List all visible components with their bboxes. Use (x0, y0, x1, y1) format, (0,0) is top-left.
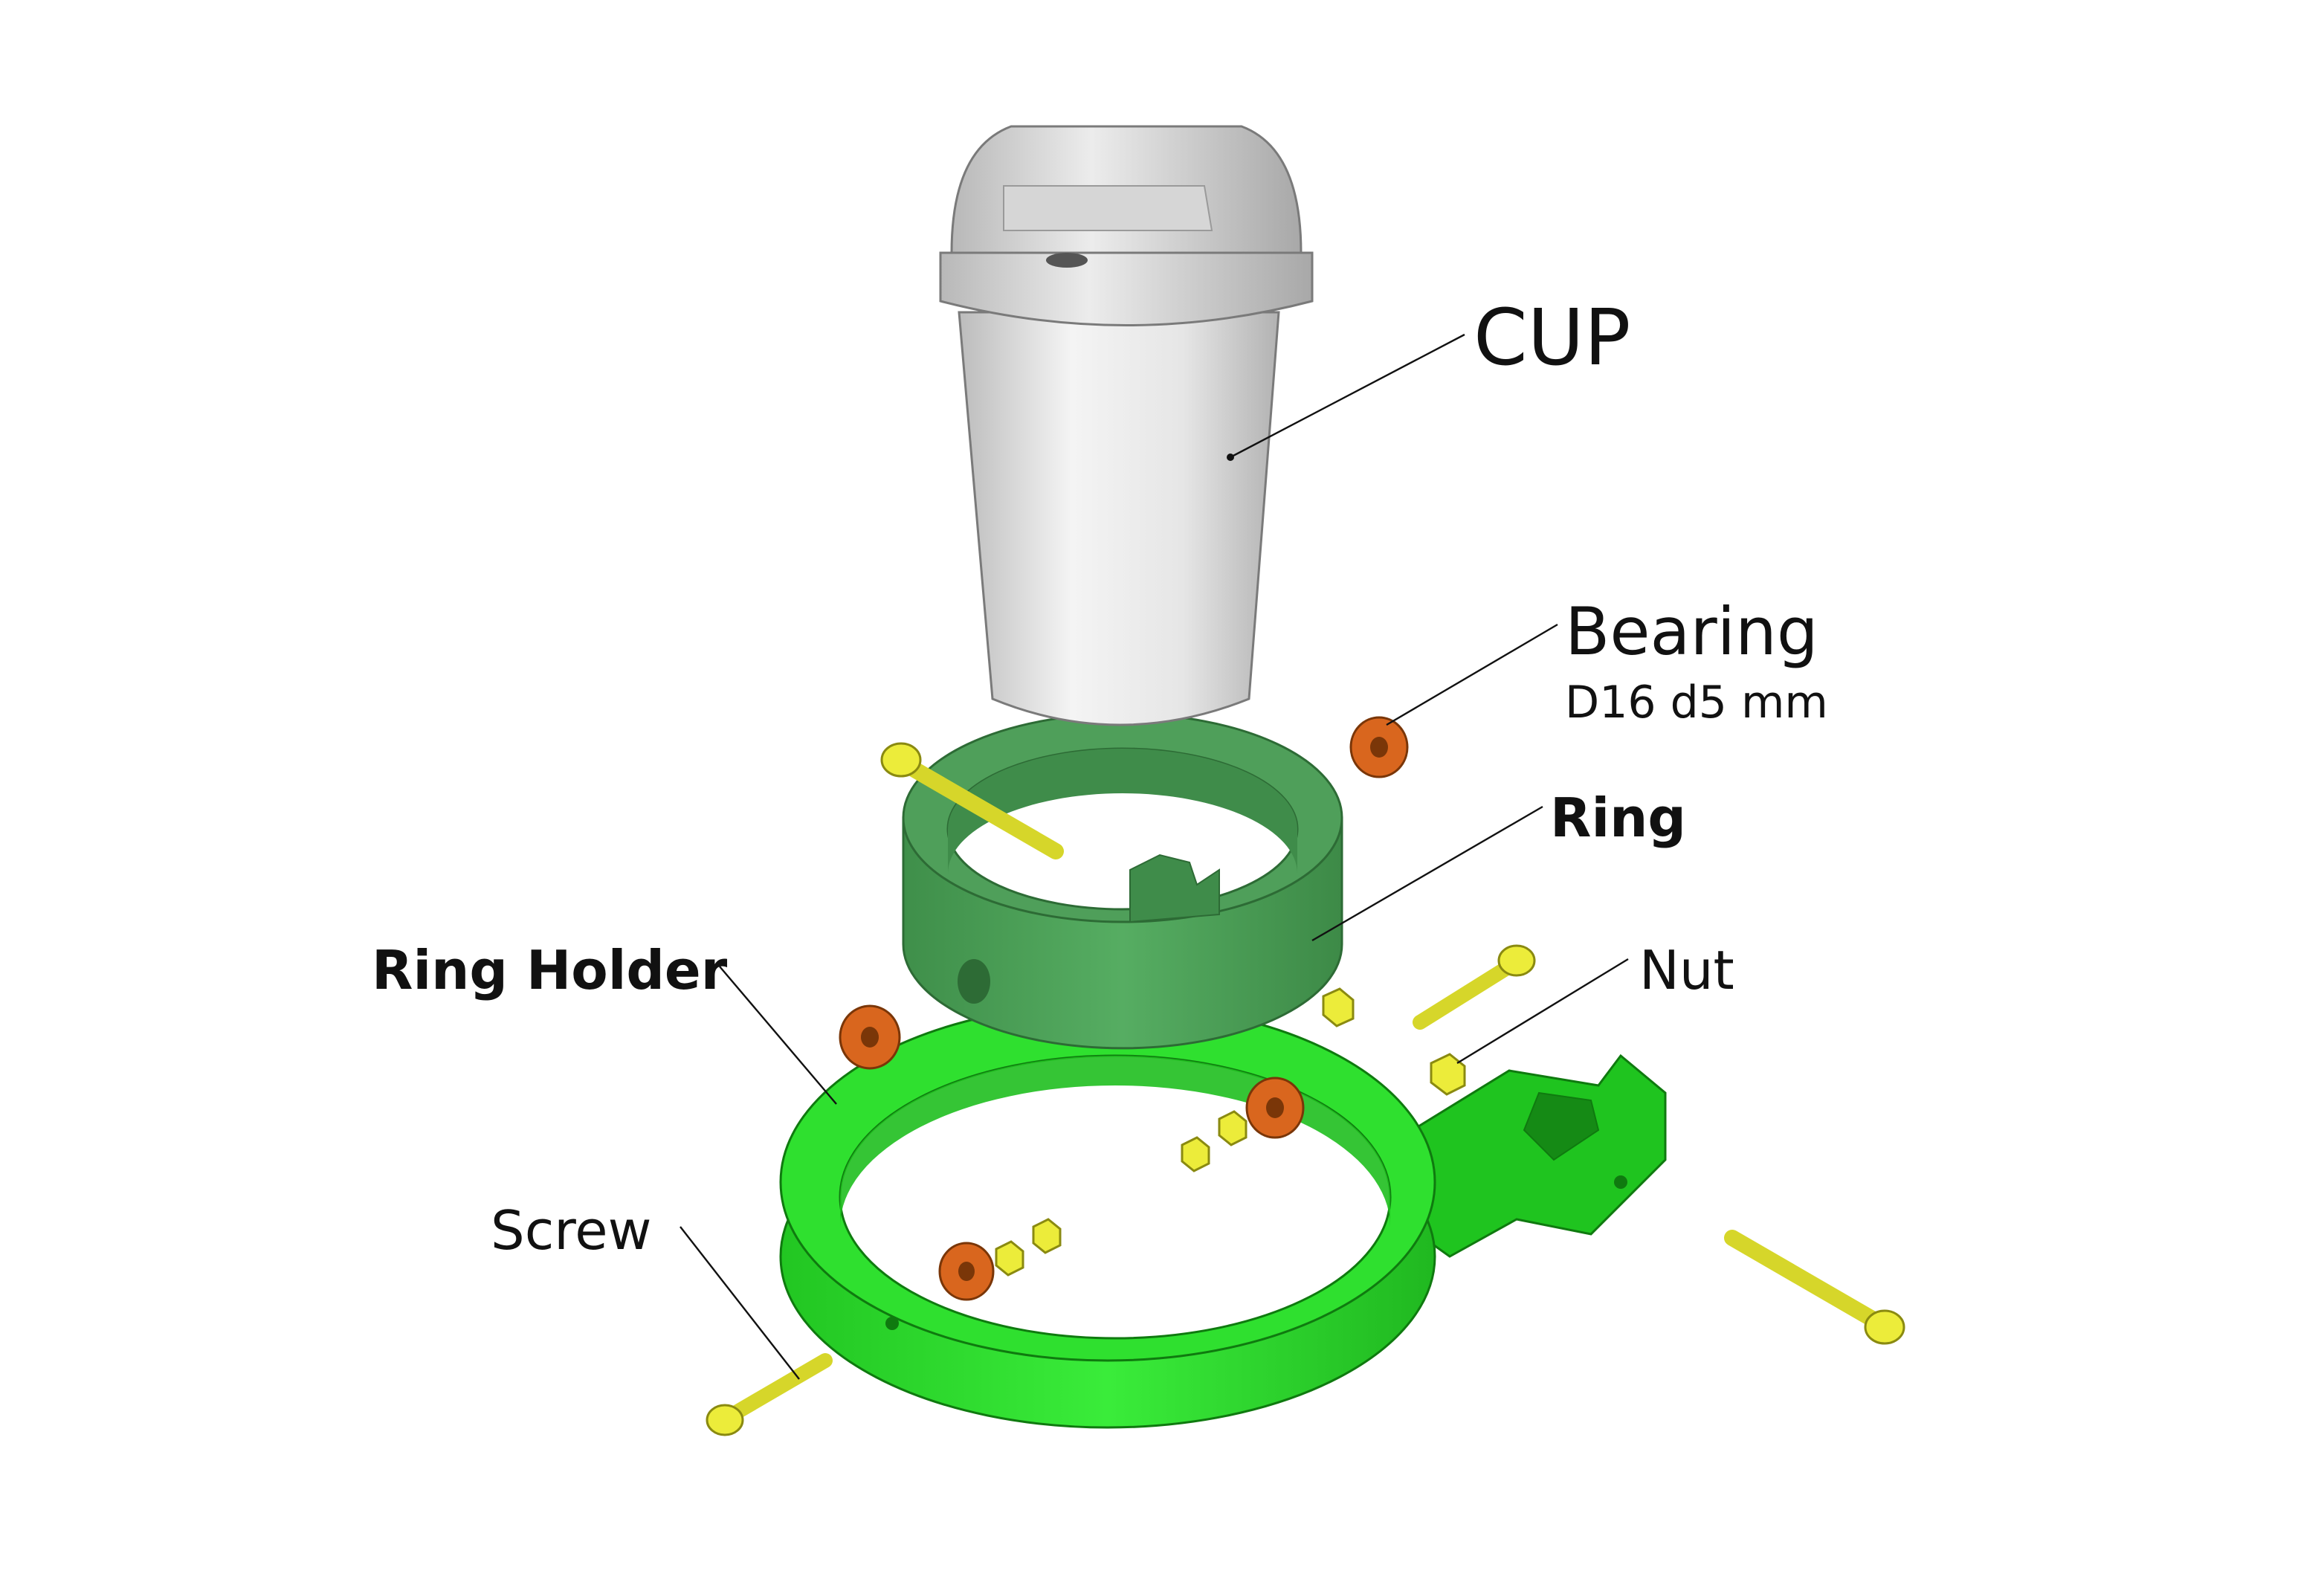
label-bearing-spec: D16 d5 mm (1565, 677, 1828, 729)
screw-right-upper (1413, 944, 1536, 1030)
leader-line-cup (1230, 333, 1465, 459)
cup-lid-sip-hole (1046, 253, 1088, 268)
label-bearing: Bearing (1565, 593, 1818, 670)
leader-dot-cup (1227, 454, 1234, 461)
nut (1032, 1218, 1062, 1254)
bearing-bottom (938, 1242, 995, 1301)
cup-body (958, 311, 1280, 726)
ring-part (902, 712, 1343, 1050)
label-nut: Nut (1639, 939, 1734, 1001)
screw-bottom-left (706, 1353, 833, 1436)
leader-line-nut (1456, 958, 1629, 1065)
nut (1218, 1110, 1247, 1146)
bearing-left (839, 1004, 901, 1070)
ring-holder-screw-hole (1614, 1175, 1627, 1189)
label-cup: CUP (1474, 292, 1630, 383)
ring-inner-wall (948, 749, 1297, 874)
cup-part (939, 125, 1314, 726)
label-ring: Ring (1550, 787, 1686, 849)
ring-holder-part (779, 1002, 1667, 1429)
nut (1430, 1053, 1466, 1096)
leader-line-screw (680, 1226, 800, 1380)
cup-lid-rim (939, 251, 1314, 326)
screw-right-lower (1724, 1230, 1905, 1345)
leader-line-bearing (1386, 623, 1558, 726)
label-screw: Screw (491, 1199, 652, 1262)
leader-line-ring-holder (719, 966, 837, 1105)
nut (995, 1240, 1024, 1277)
nut (1322, 987, 1355, 1027)
nut-group (995, 987, 1466, 1277)
screw-top-left (880, 742, 1064, 859)
ring-bearing-hole (958, 959, 990, 1004)
leader-line-ring (1311, 805, 1543, 942)
cup-lid-sip-flap (1003, 185, 1213, 231)
ring-holder-clamp-slot (1523, 1091, 1600, 1161)
ring-holder-screw-hole (885, 1317, 899, 1330)
ring-clamp-fork (1129, 854, 1220, 923)
label-ring-holder: Ring Holder (372, 939, 728, 1001)
bearing-center (1245, 1077, 1305, 1139)
nut (1181, 1136, 1210, 1172)
bearing-top-right (1349, 716, 1409, 778)
